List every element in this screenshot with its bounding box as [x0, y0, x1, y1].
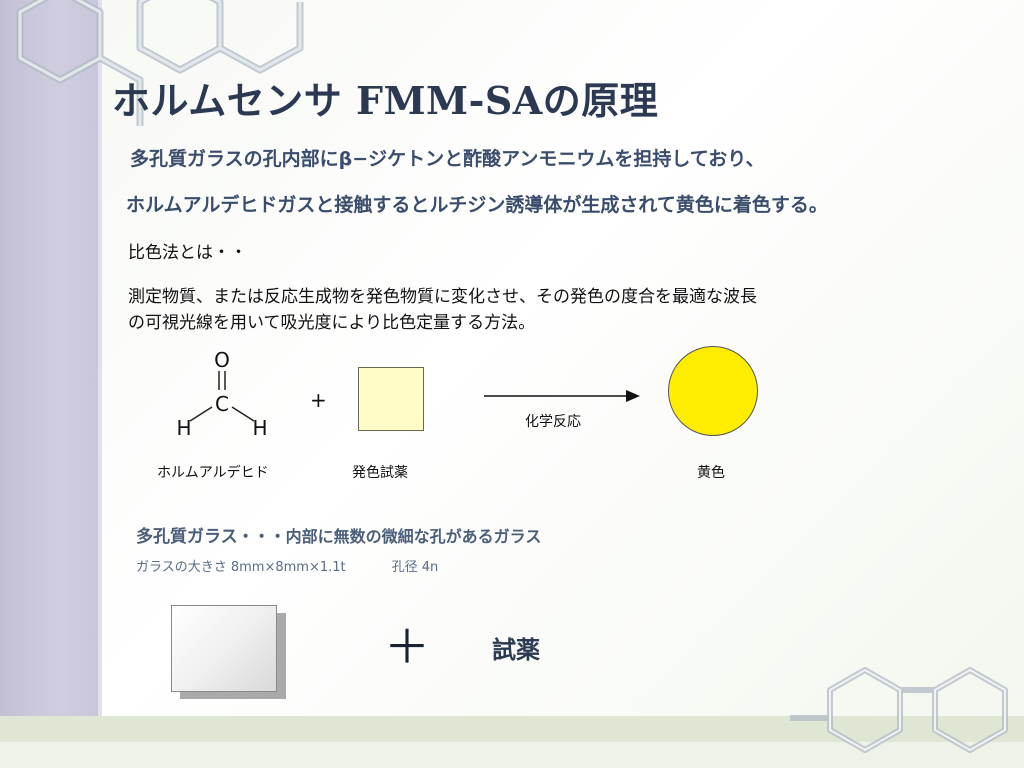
- formaldehyde-structure: O C H H: [176, 348, 267, 440]
- product-label: 黄色: [697, 465, 725, 481]
- reagent-swatch: [358, 367, 424, 431]
- hydrogen-atom-left: H: [176, 416, 191, 440]
- hexagon-decor-top: [16, 0, 304, 126]
- bottom-decor-band: [0, 716, 1024, 742]
- oxygen-atom: O: [214, 348, 230, 372]
- slide-title: ホルムセンサ FMM-SAの原理: [112, 78, 659, 123]
- formaldehyde-label: ホルムアルデヒド: [157, 465, 269, 481]
- reaction-plus: +: [310, 388, 327, 412]
- colorimetry-definition-line-2: の可視光線を用いて吸光度により比色定量する方法。: [128, 313, 536, 333]
- carbon-atom: C: [215, 392, 229, 416]
- hydrogen-atom-right: H: [252, 416, 267, 440]
- reagent-label: 発色試薬: [352, 465, 408, 481]
- reaction-arrow-icon: [484, 390, 640, 402]
- glass-plus-sign: ＋: [384, 620, 430, 674]
- colorimetry-definition-line-1: 測定物質、または反応生成物を発色物質に変化させ、その発色の度合を最適な波長: [128, 287, 757, 307]
- porous-glass-title-main: 多孔質ガラス: [136, 527, 238, 547]
- subtitle-line-1: 多孔質ガラスの孔内部にβ−ジケトンと酢酸アンモニウムを担持しており、: [130, 148, 765, 170]
- hexagon-decor-bottom: [790, 667, 1008, 753]
- glass-size-text: ガラスの大きさ 8mm×8mm×1.1t 孔径 4n: [136, 556, 438, 575]
- glass-reagent-label: 試薬: [492, 636, 540, 664]
- yellow-product-circle: [668, 346, 758, 436]
- porous-glass-title-rest: ・・・内部に無数の微細な孔があるガラス: [237, 527, 542, 546]
- porous-glass-title: 多孔質ガラス・・・内部に無数の微細な孔があるガラス: [136, 522, 541, 547]
- porous-glass-plate: [171, 605, 277, 692]
- left-band-stripe: [98, 0, 102, 768]
- reaction-arrow-label: 化学反応: [525, 414, 581, 430]
- left-decor-band: [0, 0, 98, 768]
- pore-size: 孔径 4n: [391, 560, 439, 575]
- colorimetry-heading: 比色法とは・・: [128, 243, 247, 263]
- subtitle-line-2: ホルムアルデヒドガスと接触するとルチジン誘導体が生成されて黄色に着色する。: [126, 194, 828, 216]
- glass-dimensions: ガラスの大きさ 8mm×8mm×1.1t: [136, 560, 346, 575]
